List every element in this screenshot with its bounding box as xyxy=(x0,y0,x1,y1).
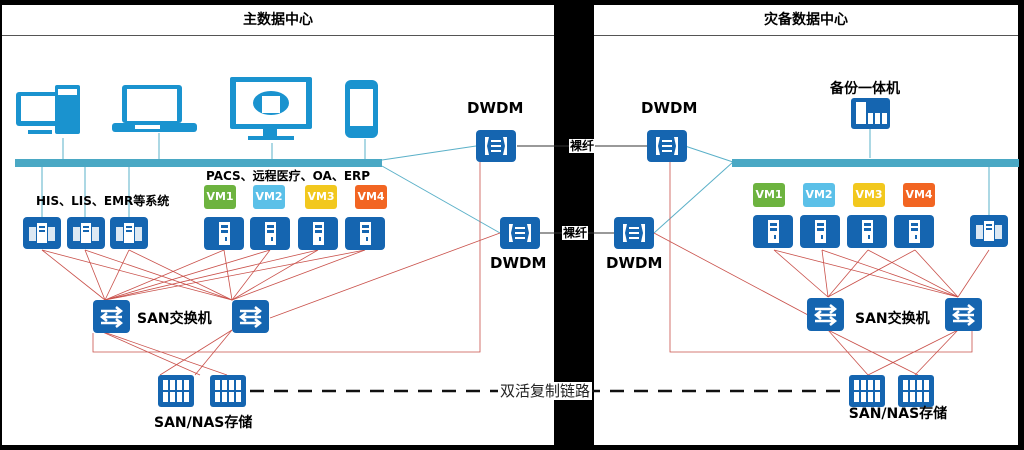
backup-dwdm-bottom xyxy=(614,217,654,249)
primary-lan-bus xyxy=(15,159,382,167)
backup-san-switch-1 xyxy=(805,296,846,333)
replication-link-label: 双活复制链路 xyxy=(498,382,593,400)
backup-san-switch-label: SAN交换机 xyxy=(855,311,930,327)
backup-dwdm-top xyxy=(647,130,687,162)
backup-vm-server-4 xyxy=(894,215,934,248)
backup-vm-server-2 xyxy=(800,215,840,248)
backup-appliance-icon xyxy=(851,98,890,129)
cloud-monitor-icon xyxy=(230,77,312,140)
backup-dwdm-bottom-label: DWDM xyxy=(606,254,663,272)
vm-server-4 xyxy=(345,217,385,250)
backup-lan-bus xyxy=(732,159,1019,167)
backup-appliance-label: 备份一体机 xyxy=(830,81,900,97)
backup-vm-badge-3: VM3 xyxy=(853,183,885,207)
fiber-label-bottom: 裸纤 xyxy=(562,226,589,240)
vm-badge-4: VM4 xyxy=(355,185,387,209)
backup-san-switch-2 xyxy=(943,296,984,333)
primary-dwdm-bottom-label: DWDM xyxy=(490,254,547,272)
his-server-rack-3 xyxy=(110,217,148,249)
vm-server-2 xyxy=(250,217,290,250)
vm-badge-2: VM2 xyxy=(253,185,285,209)
backup-vm-server-3 xyxy=(847,215,887,248)
primary-san-switch-label: SAN交换机 xyxy=(137,311,212,327)
his-server-rack-2 xyxy=(67,217,105,249)
backup-vm-badge-2: VM2 xyxy=(803,183,835,207)
fiber-label-top: 裸纤 xyxy=(569,139,596,153)
backup-storage-1 xyxy=(849,375,885,407)
primary-storage-2 xyxy=(210,375,246,407)
backup-dwdm-top-label: DWDM xyxy=(641,99,698,117)
primary-dwdm-top-label: DWDM xyxy=(467,99,524,117)
backup-datacenter-title: 灾备数据中心 xyxy=(594,5,1018,36)
mobile-phone-icon xyxy=(345,80,378,138)
backup-vm-badge-1: VM1 xyxy=(753,183,785,207)
backup-server-rack xyxy=(970,215,1008,247)
his-server-rack-1 xyxy=(23,217,61,249)
vm-server-3 xyxy=(298,217,338,250)
primary-dwdm-bottom xyxy=(500,217,540,249)
primary-storage-1 xyxy=(158,375,194,407)
backup-vm-server-1 xyxy=(753,215,793,248)
vm-server-1 xyxy=(204,217,244,250)
primary-datacenter-title: 主数据中心 xyxy=(2,5,554,36)
backup-vm-badge-4: VM4 xyxy=(903,183,935,207)
backup-storage-2 xyxy=(898,375,934,407)
desktop-pc-icon xyxy=(16,85,80,134)
primary-storage-label: SAN/NAS存储 xyxy=(154,415,253,431)
backup-storage-label: SAN/NAS存储 xyxy=(848,406,948,422)
primary-san-switch-2 xyxy=(230,298,271,335)
vm-badge-3: VM3 xyxy=(305,185,337,209)
vm-badge-1: VM1 xyxy=(204,185,236,209)
lan-links xyxy=(41,128,990,234)
his-systems-label: HIS、LIS、EMR等系统 xyxy=(36,194,170,208)
primary-dwdm-top xyxy=(476,130,516,162)
primary-san-switch-1 xyxy=(91,298,132,335)
laptop-icon xyxy=(112,85,197,132)
san-links xyxy=(41,162,990,376)
vm-apps-label: PACS、远程医疗、OA、ERP xyxy=(206,169,371,183)
